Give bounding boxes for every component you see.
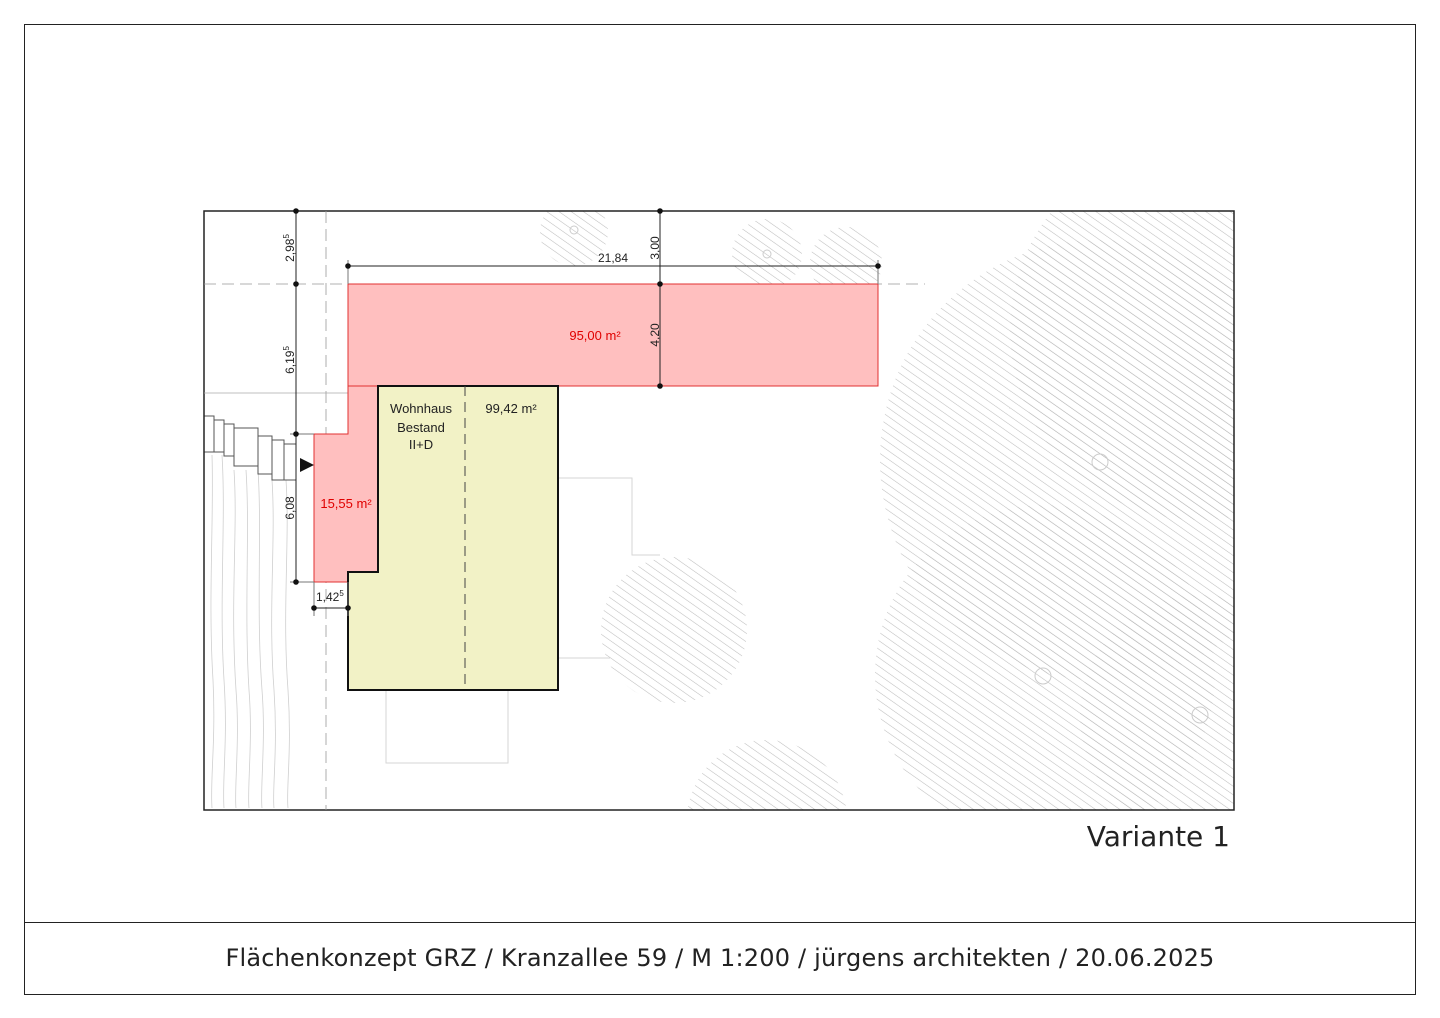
tree-canopy bbox=[687, 740, 847, 810]
terrain-contours bbox=[210, 454, 290, 809]
dim-left-block: 6,08 bbox=[283, 496, 297, 520]
entrance-steps bbox=[203, 415, 297, 481]
variant-label: Variante 1 bbox=[1086, 820, 1230, 853]
dim-top-setback: 3,00 bbox=[648, 236, 662, 260]
building-label-line2: Bestand bbox=[397, 420, 445, 435]
tree-canopy bbox=[540, 211, 608, 266]
dim-left-setback-1: 2,985 bbox=[282, 234, 297, 262]
dim-top-block-depth: 4,20 bbox=[648, 323, 662, 347]
area-label-existing: 99,42 m² bbox=[485, 401, 537, 416]
dim-width-top: 21,84 bbox=[598, 251, 628, 265]
sheet-frame bbox=[24, 24, 1416, 995]
entrance-arrow-icon bbox=[300, 458, 314, 472]
new-building-area-top bbox=[347, 283, 879, 387]
tree-canopy bbox=[1080, 595, 1234, 810]
building-label-line1: Wohnhaus bbox=[390, 401, 452, 416]
area-label-top: 95,00 m² bbox=[569, 328, 621, 343]
tree-canopy bbox=[1010, 211, 1234, 520]
tree-canopy bbox=[601, 557, 747, 703]
tree-canopy bbox=[810, 227, 882, 299]
vegetation-hatch bbox=[540, 211, 1234, 810]
building-label-line3: II+D bbox=[409, 437, 433, 452]
title-block-divider bbox=[24, 922, 1416, 923]
title-block-text: Flächenkonzept GRZ / Kranzallee 59 / M 1… bbox=[225, 944, 1215, 972]
area-label-left: 15,55 m² bbox=[320, 496, 372, 511]
tree-canopy bbox=[732, 219, 802, 289]
dimension-ticks bbox=[293, 208, 881, 611]
dim-left-setback-2: 6,195 bbox=[282, 346, 297, 374]
existing-building bbox=[347, 385, 559, 691]
plot-boundary bbox=[203, 210, 1235, 811]
dim-bottom-offset: 1,425 bbox=[316, 589, 344, 604]
